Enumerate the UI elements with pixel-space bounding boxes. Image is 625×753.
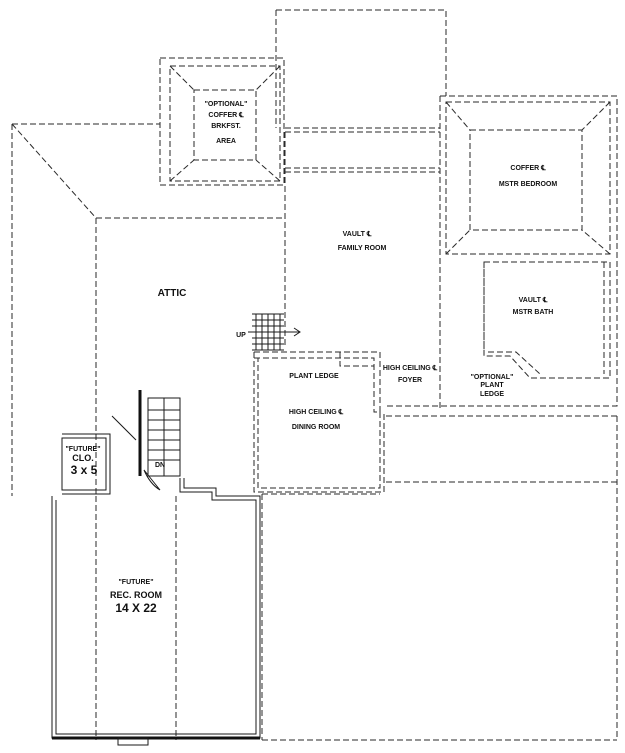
label-foyer-1: HIGH CEILING ℄ <box>383 364 438 372</box>
label-family-room-2: FAMILY ROOM <box>338 245 387 252</box>
label-optional-ledge-1: "OPTIONAL" <box>471 374 514 381</box>
label-master-bedroom-2: MSTR BEDROOM <box>499 181 558 188</box>
foyer-dining <box>253 351 385 493</box>
label-closet-2: CLO. <box>72 453 94 463</box>
label-breakfast-3: BRKFST. <box>211 123 241 130</box>
label-rec-room-2: REC. ROOM <box>110 590 162 600</box>
label-foyer-2: FOYER <box>398 377 422 384</box>
rec-room-walls <box>51 390 261 746</box>
label-family-room-1: VAULT ℄ <box>343 230 372 238</box>
label-rec-room-1: "FUTURE" <box>118 579 153 586</box>
breakfast-coffer <box>159 57 285 186</box>
label-plant-ledge: PLANT LEDGE <box>289 373 339 380</box>
label-stairs-down: DN <box>155 462 165 469</box>
label-master-bedroom-1: COFFER ℄ <box>510 164 546 172</box>
label-breakfast-2: COFFER ℄ <box>208 111 244 119</box>
stairs-up <box>248 313 301 351</box>
room-labels: "OPTIONAL" COFFER ℄ BRKFST. AREA COFFER … <box>65 101 557 615</box>
label-breakfast-4: AREA <box>216 138 236 145</box>
label-breakfast-1: "OPTIONAL" <box>205 101 248 108</box>
label-optional-ledge-2: PLANT <box>480 382 504 389</box>
label-optional-ledge-3: LEDGE <box>480 391 504 398</box>
master-bath-outline <box>483 261 611 379</box>
label-stairs-up: UP <box>236 332 246 339</box>
label-master-bath-2: MSTR BATH <box>513 309 554 316</box>
master-bedroom-coffer <box>445 101 611 255</box>
label-dining-room-1: HIGH CEILING ℄ <box>289 408 344 416</box>
label-closet-3: 3 x 5 <box>71 463 98 477</box>
label-attic: ATTIC <box>158 288 187 299</box>
label-rec-room-3: 14 X 22 <box>115 601 157 615</box>
label-master-bath-1: VAULT ℄ <box>519 296 548 304</box>
label-dining-room-2: DINING ROOM <box>292 424 340 431</box>
label-closet-1: "FUTURE" <box>65 446 100 453</box>
roof-outlines <box>11 9 618 741</box>
